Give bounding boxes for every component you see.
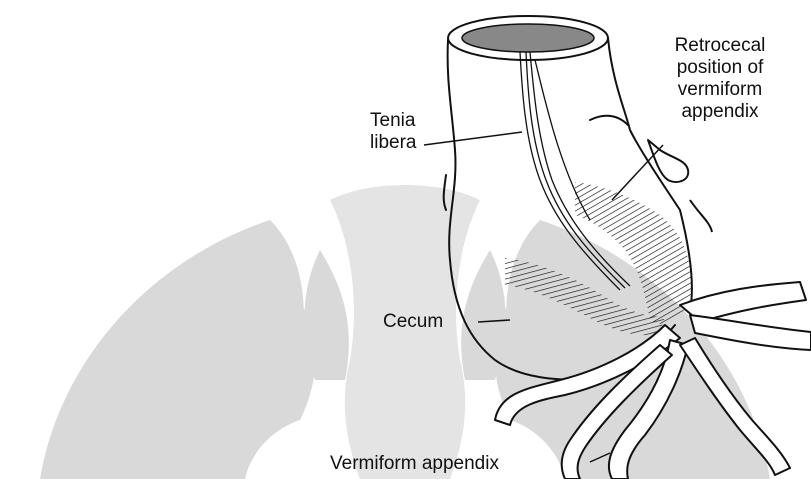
label-retrocecal-line-3: vermiform [650, 79, 790, 101]
label-tenia-line-1: Tenia [370, 110, 416, 132]
label-retrocecal: Retrocecal position of vermiform appendi… [650, 35, 790, 123]
label-tenia-line-2: libera [370, 132, 416, 154]
label-retrocecal-line-2: position of [650, 57, 790, 79]
label-vermiform-appendix: Vermiform appendix [330, 453, 499, 475]
label-cecum: Cecum [383, 311, 443, 333]
label-retrocecal-line-4: appendix [650, 101, 790, 123]
label-retrocecal-line-1: Retrocecal [650, 35, 790, 57]
label-tenia-libera: Tenia libera [370, 110, 416, 154]
